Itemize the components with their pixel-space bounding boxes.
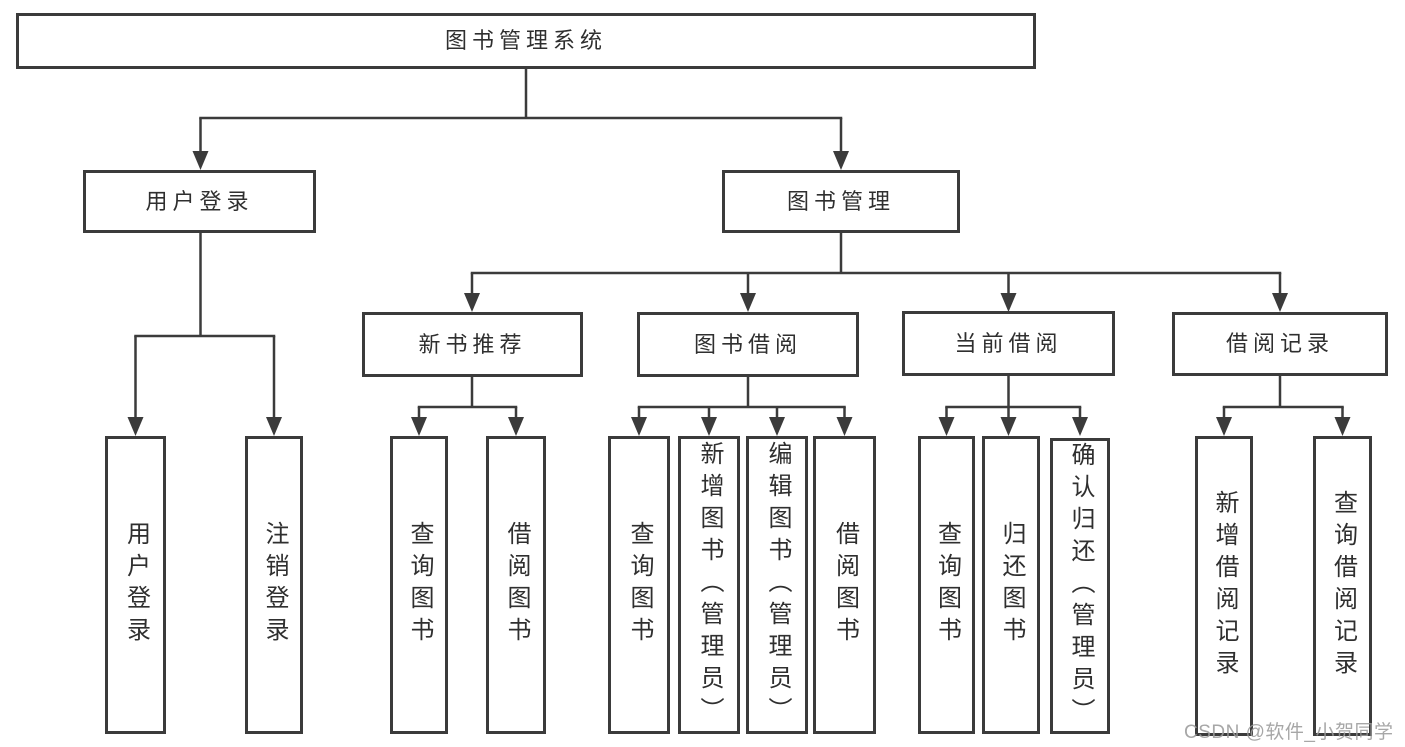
leaf-logout: 注销登录 — [245, 436, 303, 734]
node-label: 图书管理 — [786, 188, 895, 214]
node-label: 注销登录 — [261, 521, 288, 649]
leaf-edit-books-admin: 编辑图书（管理员） — [746, 436, 808, 734]
node-library-management-system: 图书管理系统 — [16, 13, 1036, 69]
node-current-borrowing: 当前借阅 — [902, 311, 1115, 376]
leaf-confirm-return-admin: 确认归还（管理员） — [1050, 438, 1110, 734]
node-label: 确认归还（管理员） — [1067, 442, 1094, 730]
node-label: 查询借阅记录 — [1329, 490, 1357, 682]
node-label: 查询图书 — [626, 521, 653, 649]
node-label: 图书借阅 — [693, 331, 802, 357]
node-book-borrowing: 图书借阅 — [637, 312, 859, 377]
node-label: 查询图书 — [406, 521, 433, 649]
node-label: 新增借阅记录 — [1211, 490, 1238, 682]
node-label: 查询图书 — [933, 521, 961, 649]
node-new-book-recommendation: 新书推荐 — [362, 312, 583, 377]
node-user-login-branch: 用户登录 — [83, 170, 316, 233]
node-label: 借阅图书 — [503, 521, 530, 649]
node-label: 图书管理系统 — [444, 28, 607, 53]
leaf-user-login: 用户登录 — [105, 436, 166, 734]
leaf-return-books: 归还图书 — [982, 436, 1040, 734]
leaf-query-borrow-record: 查询借阅记录 — [1313, 436, 1372, 736]
leaf-query-books-borrowing: 查询图书 — [608, 436, 670, 734]
node-label: 借阅记录 — [1225, 331, 1334, 356]
node-borrowing-records: 借阅记录 — [1172, 312, 1388, 376]
node-label: 当前借阅 — [954, 330, 1063, 356]
leaf-borrow-books: 借阅图书 — [813, 436, 876, 734]
leaf-add-books-admin: 新增图书（管理员） — [678, 436, 740, 734]
csdn-watermark: CSDN @软件_小贺同学 — [1184, 722, 1394, 743]
node-book-management-branch: 图书管理 — [722, 170, 960, 233]
node-label: 新书推荐 — [418, 331, 527, 357]
leaf-borrow-books-new: 借阅图书 — [486, 436, 546, 734]
node-label: 用户登录 — [145, 188, 254, 214]
node-label: 用户登录 — [122, 521, 150, 649]
leaf-query-books-current: 查询图书 — [918, 436, 975, 734]
node-label: 归还图书 — [998, 521, 1025, 649]
leaf-query-books-new: 查询图书 — [390, 436, 448, 734]
node-label: 借阅图书 — [831, 521, 859, 649]
leaf-add-borrow-record: 新增借阅记录 — [1195, 436, 1253, 736]
node-label: 编辑图书（管理员） — [764, 441, 791, 729]
node-label: 新增图书（管理员） — [696, 441, 723, 729]
